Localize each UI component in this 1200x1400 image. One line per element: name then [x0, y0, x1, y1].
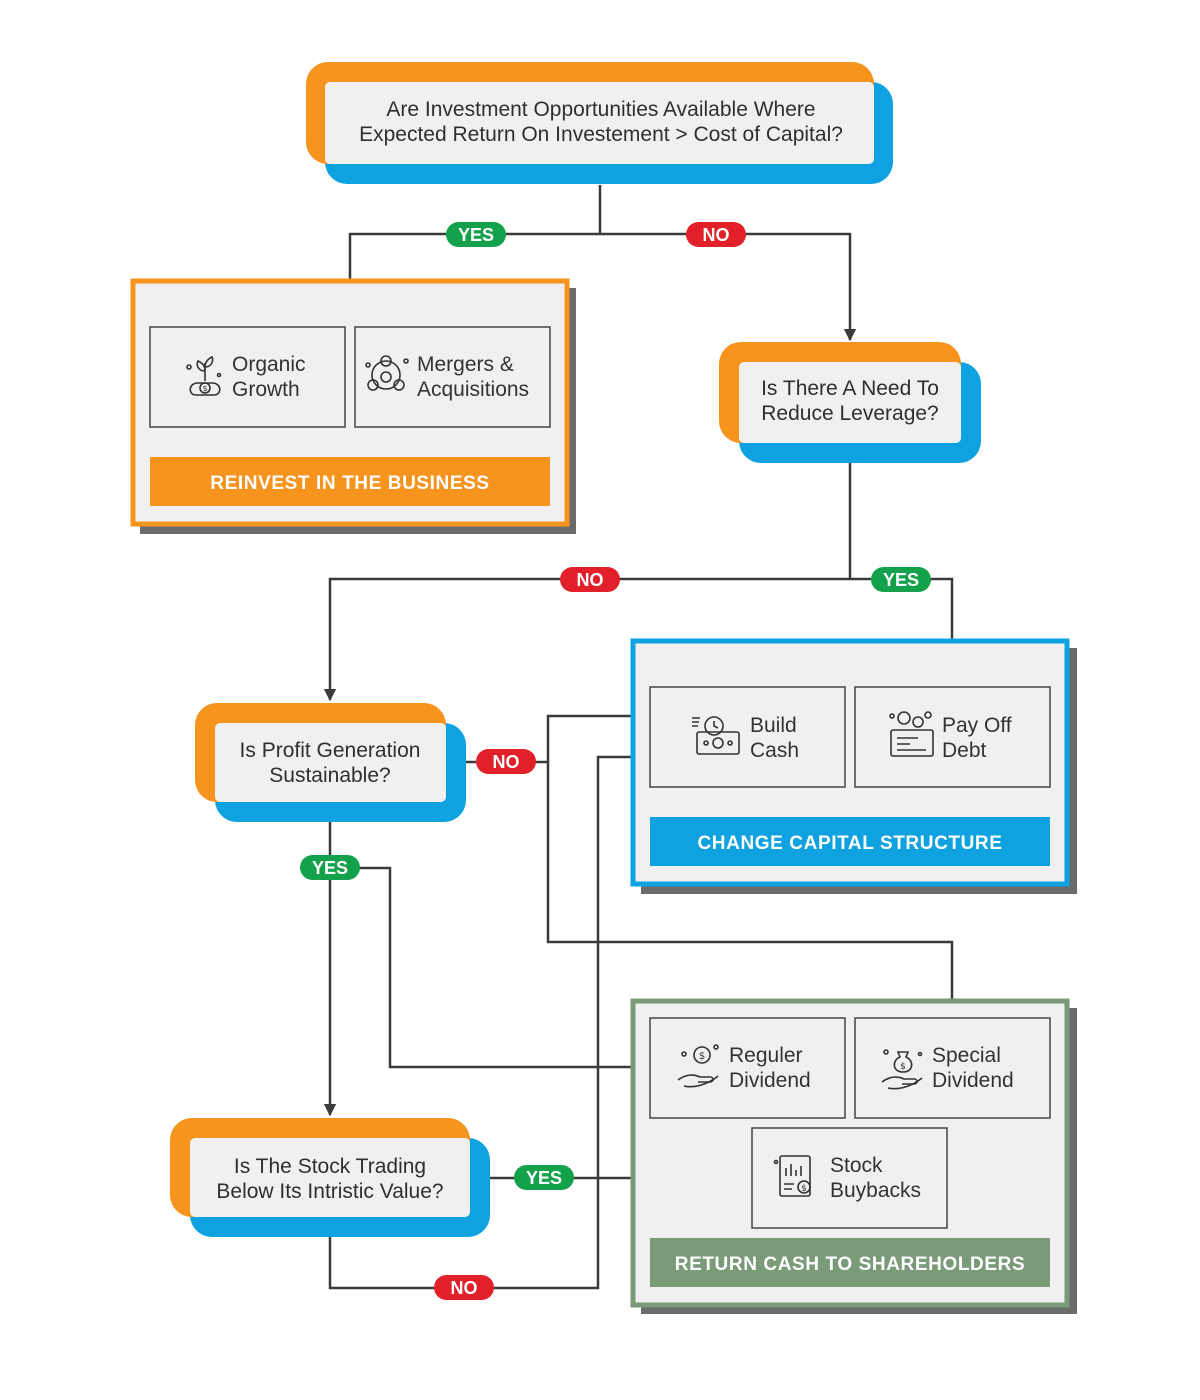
svg-text:$: $ [801, 1184, 807, 1194]
question-4-box: Is The Stock Trading Below Its Intristic… [170, 1118, 490, 1237]
capital-title-band [650, 817, 1050, 866]
report-chart-icon: $ [773, 1155, 811, 1197]
reguler-dividend-line-1: Reguler [729, 1044, 803, 1067]
cheque-coins-icon [889, 711, 934, 757]
hand-money-bag-icon: $ [881, 1049, 923, 1090]
capital-structure-group: Build Cash Pay Off Debt CHANGE CAPITAL S… [630, 638, 1077, 894]
arrow-q3-to-special-dividend [546, 762, 959, 1017]
arrow-q4-to-build-cash [328, 750, 648, 1290]
reinvest-group: $ Organic Growth Mergers & Acquisitions … [130, 278, 576, 534]
pay-off-debt-line-1: Pay Off [942, 714, 1012, 737]
decision-pills: YES NO NO YES NO YES YES NO [300, 222, 931, 1300]
arrow-q3-to-build-cash [546, 709, 648, 762]
q2-panel [739, 362, 961, 443]
arrow-q3-to-reguler-dividend [330, 866, 648, 1074]
q3-no-label: NO [493, 752, 520, 772]
q3-panel [215, 723, 446, 802]
mergers-line-2: Acquisitions [417, 378, 529, 401]
build-cash-line-2: Cash [750, 739, 799, 762]
q1-line-1: Are Investment Opportunities Available W… [386, 98, 815, 121]
q4-yes-pill: YES [514, 1165, 574, 1190]
reguler-dividend-line-2: Dividend [729, 1069, 811, 1092]
question-2-box: Is There A Need To Reduce Leverage? [719, 342, 981, 463]
reinvest-title: REINVEST IN THE BUSINESS [210, 473, 489, 494]
q3-line-1: Is Profit Generation [240, 739, 421, 762]
stock-buybacks-line-2: Buybacks [830, 1179, 921, 1202]
q2-line-1: Is There A Need To [761, 377, 939, 400]
q4-yes-label: YES [526, 1168, 562, 1188]
q1-line-2: Expected Return On Investement > Cost of… [359, 123, 843, 146]
cash-clock-icon [692, 716, 740, 755]
q2-line-2: Reduce Leverage? [761, 402, 938, 425]
coins-network-icon [365, 355, 409, 391]
q3-yes-label: YES [312, 858, 348, 878]
q1-no-line [600, 232, 857, 342]
special-dividend-line-2: Dividend [932, 1069, 1014, 1092]
q4-line-1: Is The Stock Trading [234, 1155, 426, 1178]
q2-no-line [323, 577, 850, 702]
money-bag-plant-icon: $ [186, 355, 222, 396]
reguler-dividend-card [649, 1017, 846, 1119]
q2-no-label: NO [577, 570, 604, 590]
special-dividend-line-1: Special [932, 1044, 1001, 1067]
capital-title: CHANGE CAPITAL STRUCTURE [697, 833, 1002, 854]
organic-growth-line-2: Growth [232, 378, 300, 401]
q3-line-2: Sustainable? [269, 764, 390, 787]
q3-yes-pill: YES [300, 855, 360, 880]
q4-panel [190, 1138, 470, 1217]
pay-off-debt-card [854, 686, 1051, 788]
mergers-line-1: Mergers & [417, 353, 514, 376]
q1-yes-pill: YES [446, 222, 506, 247]
return-title-band [650, 1238, 1050, 1287]
q2-no-pill: NO [560, 567, 620, 592]
reinvest-title-band [150, 457, 550, 506]
svg-text:$: $ [699, 1051, 705, 1062]
return-cash-group: $ Reguler Dividend $ Special Dividend $ [630, 998, 1077, 1314]
svg-text:$: $ [900, 1062, 906, 1072]
question-1-box: Are Investment Opportunities Available W… [306, 62, 893, 184]
q4-no-label: NO [451, 1278, 478, 1298]
q1-yes-label: YES [458, 225, 494, 245]
q1-yes-line [348, 232, 600, 293]
special-dividend-card [854, 1017, 1051, 1119]
build-cash-line-1: Build [750, 714, 797, 737]
q1-no-pill: NO [686, 222, 746, 247]
build-cash-card [649, 686, 846, 788]
q4-no-pill: NO [434, 1275, 494, 1300]
stock-buybacks-card [751, 1127, 948, 1229]
q2-yes-label: YES [883, 570, 919, 590]
q1-no-label: NO [703, 225, 730, 245]
q3-no-pill: NO [476, 749, 536, 774]
connector-lines [240, 185, 959, 1290]
organic-growth-card [149, 326, 346, 428]
q4-line-2: Below Its Intristic Value? [216, 1180, 443, 1203]
stock-buybacks-line-1: Stock [830, 1154, 883, 1177]
svg-text:$: $ [202, 384, 207, 393]
q1-panel [325, 82, 874, 164]
pay-off-debt-line-2: Debt [942, 739, 987, 762]
return-title: RETURN CASH TO SHAREHOLDERS [675, 1254, 1025, 1275]
mergers-acquisitions-card [354, 326, 551, 428]
question-3-box: Is Profit Generation Sustainable? [195, 703, 466, 822]
hand-coin-icon: $ [677, 1044, 719, 1088]
q2-yes-pill: YES [871, 567, 931, 592]
organic-growth-line-1: Organic [232, 353, 306, 376]
